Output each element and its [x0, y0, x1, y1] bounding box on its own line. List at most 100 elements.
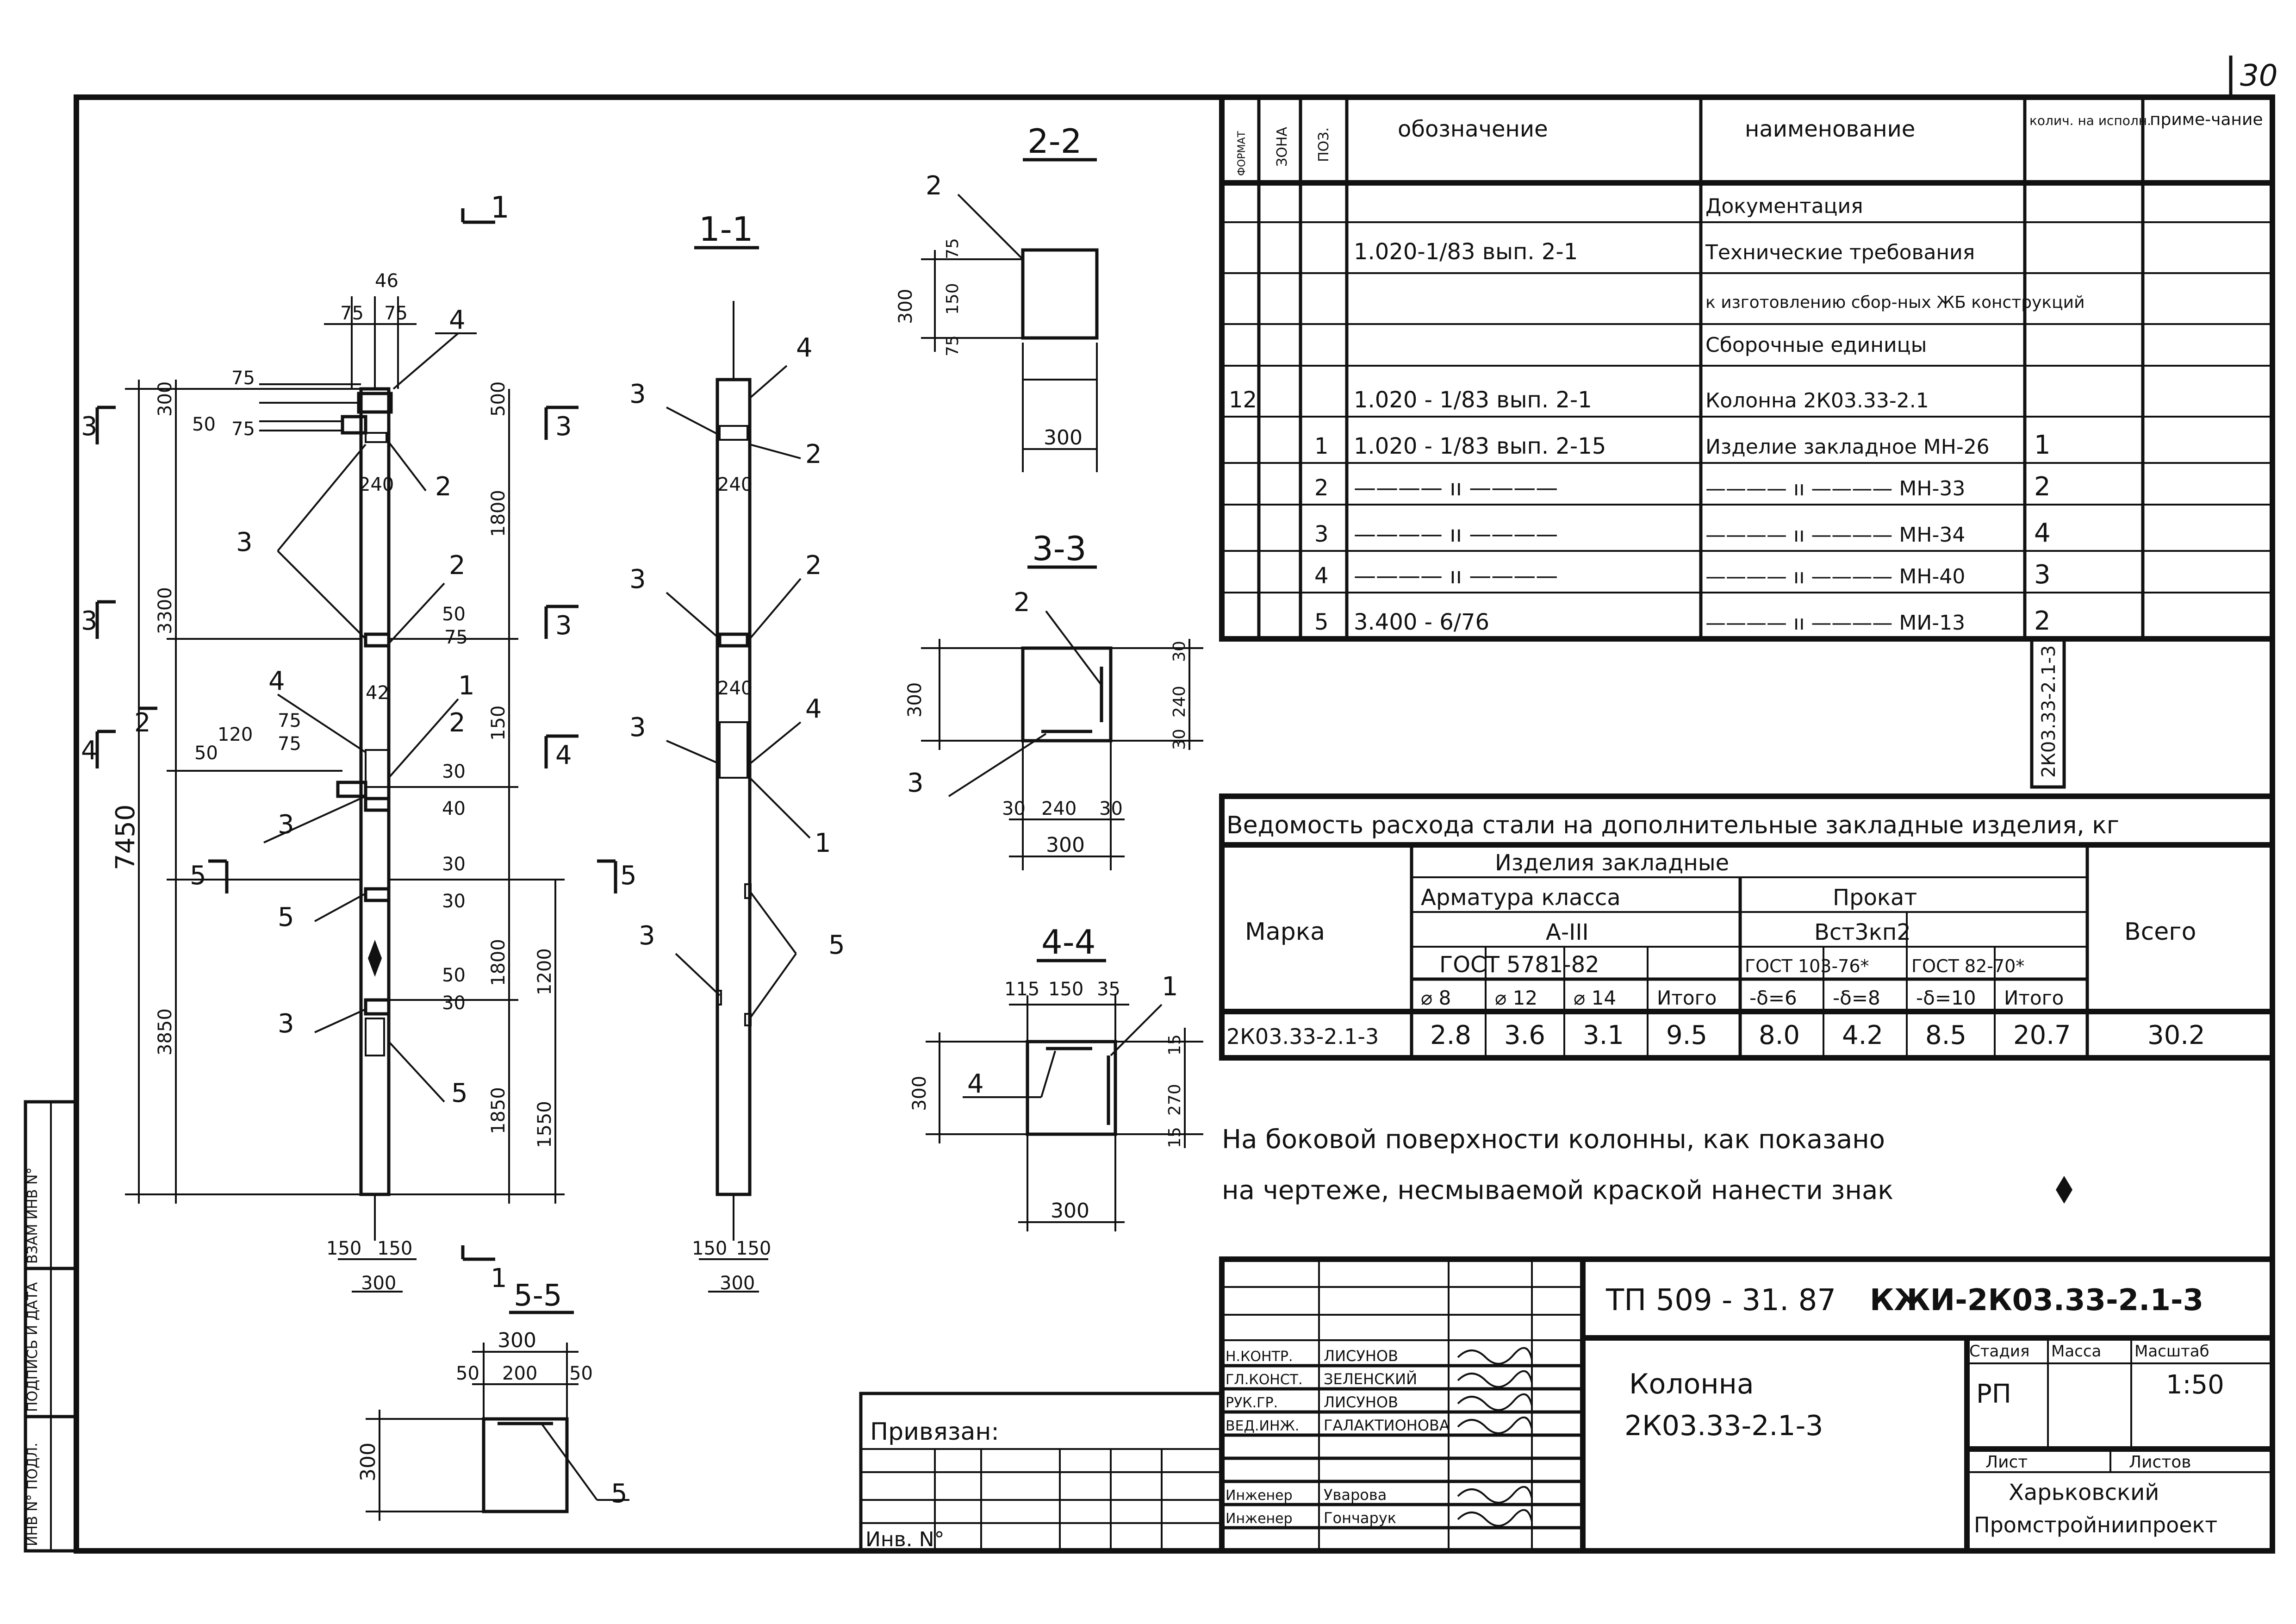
tb-scale-label: Масштаб: [2134, 1342, 2209, 1361]
strip-podpis-data: ПОДПИСЬ И ДАТА: [25, 1282, 41, 1412]
hdr-name: наименование: [1745, 116, 1915, 142]
steel-gost2: ГОСТ 82-70*: [1911, 956, 2024, 976]
tb-object-name-2: 2К03.33-2.1-3: [1624, 1410, 1823, 1442]
dim: 1800: [488, 490, 509, 537]
dim: 30: [1002, 798, 1026, 819]
dim: 30: [1170, 641, 1189, 662]
dim: 46: [375, 270, 398, 292]
section-5-5: 5-5 5 300 50 200 50 300: [356, 1279, 629, 1521]
tb-sheet-label: Лист: [1985, 1453, 2028, 1472]
signature: [1457, 1393, 1533, 1411]
dim: 50: [442, 965, 466, 986]
callout: 4: [967, 1069, 984, 1099]
signature: [1457, 1486, 1533, 1504]
dim: 270: [1165, 1084, 1184, 1116]
dim: 150: [377, 1238, 412, 1259]
strip-vzam-inv: ВЗАМ ИНВ N°: [25, 1168, 41, 1264]
section-mark-3-left-b: 3: [81, 606, 98, 636]
steel-value: 3.1: [1583, 1020, 1624, 1050]
tb-sheets-label: Листов: [2129, 1453, 2191, 1472]
spec-cell-designation: 1.020-1/83 вып. 2-1: [1354, 239, 1578, 265]
spec-cell-format: 12: [1229, 387, 1257, 413]
signature: [1457, 1347, 1533, 1365]
section-mark-3-right-a: 3: [555, 412, 572, 442]
tb-stage-label: Стадия: [1969, 1342, 2029, 1361]
section-mark-4-left: 4: [81, 736, 98, 766]
tb-mass-label: Масса: [2051, 1342, 2101, 1361]
qty-vertical: 2К03.33-2.1-3: [2038, 645, 2060, 778]
callout: 2: [449, 550, 466, 581]
steel-col-header: ⌀ 12: [1495, 987, 1537, 1009]
dim: 75: [231, 368, 255, 389]
tb-org-1: Харьковский: [2009, 1480, 2159, 1505]
staff-name: ЛИСУНОВ: [1324, 1347, 1398, 1365]
callout: 5: [451, 1078, 468, 1108]
spec-cell-name: ———— ıı ———— МН-34: [1705, 523, 1965, 547]
staff-name: Гончарук: [1324, 1509, 1396, 1527]
sheet-frame: 30: [74, 56, 2277, 1554]
callout: 2: [805, 550, 822, 581]
dim: 50: [192, 414, 216, 435]
steel-col-header: -δ=6: [1749, 987, 1797, 1009]
callout: 1: [458, 671, 475, 701]
signature: [1457, 1370, 1533, 1388]
staff-role: ВЕД.ИНЖ.: [1226, 1418, 1299, 1434]
spec-cell-name: ———— ıı ———— МН-40: [1705, 565, 1965, 588]
callout: 4: [449, 305, 466, 335]
dim: 150: [488, 706, 509, 741]
callout: 4: [805, 694, 822, 724]
spec-cell-name: Колонна 2К03.33-2.1: [1705, 389, 1929, 412]
dim: 50: [194, 743, 218, 764]
spec-cell-designation: ———— ıı ————: [1354, 563, 1558, 589]
note-line-2: на чертеже, несмываемой краской нанести …: [1222, 1175, 1893, 1206]
tb-object-name-1: Колонна: [1629, 1368, 1754, 1400]
spec-cell-pos: 2: [1314, 475, 1329, 501]
steel-prokat: Прокат: [1833, 885, 1917, 911]
dim: 40: [442, 798, 466, 819]
tb-code: ТП 509 - 31. 87: [1605, 1283, 1836, 1318]
callout: 5: [611, 1479, 628, 1509]
steel-total-hdr: Всего: [2124, 918, 2196, 946]
dim: 50: [456, 1363, 479, 1384]
dim: 300: [1044, 426, 1083, 450]
staff-name: ЛИСУНОВ: [1324, 1393, 1398, 1411]
hdr-qty: колич. на исполн.: [2029, 113, 2151, 128]
sheet-number: 30: [2240, 59, 2277, 93]
elevation-section-markers: 1 3 3 3 3 2 2 4 4 5 5 1: [81, 191, 637, 1293]
section-mark-3-left-a: 3: [81, 412, 98, 442]
spec-cell-designation: ———— ıı ————: [1354, 521, 1558, 547]
elevation-callouts: 4 2 3 2 4 1 3 5 3 5: [236, 305, 477, 1108]
callout: 3: [236, 527, 253, 557]
section-title-1-1: 1-1: [699, 210, 753, 249]
inv-label: Инв. N°: [865, 1528, 945, 1551]
section-mark-1-top: 1: [491, 191, 510, 225]
title-block: ТП 509 - 31. 87 КЖИ-2К03.33-2.1-3 Колонн…: [859, 1256, 2275, 1554]
callout: 4: [268, 666, 285, 696]
steel-col-header: Итого: [1657, 987, 1717, 1009]
dim: 50: [442, 604, 466, 625]
dim: 3850: [155, 1008, 176, 1056]
callout: 3: [907, 768, 924, 798]
dim: 30: [442, 993, 466, 1014]
dim: 75: [278, 733, 301, 755]
spec-cell-name: ———— ıı ———— МН-33: [1705, 477, 1965, 500]
spec-cell-qty: 3: [2034, 560, 2051, 590]
dim: 75: [231, 418, 255, 440]
dim: 30: [442, 891, 466, 912]
spec-cell-designation: 1.020 - 1/83 вып. 2-15: [1354, 433, 1606, 459]
section-mark-5-left: 5: [190, 861, 206, 891]
staff-role: Инженер: [1226, 1511, 1293, 1527]
dim: 200: [502, 1363, 537, 1384]
steel-col-header: ⌀ 8: [1421, 987, 1451, 1009]
section-mark-5-right: 5: [620, 861, 637, 891]
steel-armatura-class: А-III: [1546, 919, 1589, 945]
dim: 75: [943, 335, 962, 356]
dim: 300: [356, 1443, 380, 1481]
dim: 500: [488, 381, 509, 417]
steel-value: 3.6: [1504, 1020, 1545, 1050]
column-elevation: [125, 296, 565, 1293]
steel-value: 8.5: [1925, 1020, 1966, 1050]
section-title-3-3: 3-3: [1032, 529, 1087, 568]
